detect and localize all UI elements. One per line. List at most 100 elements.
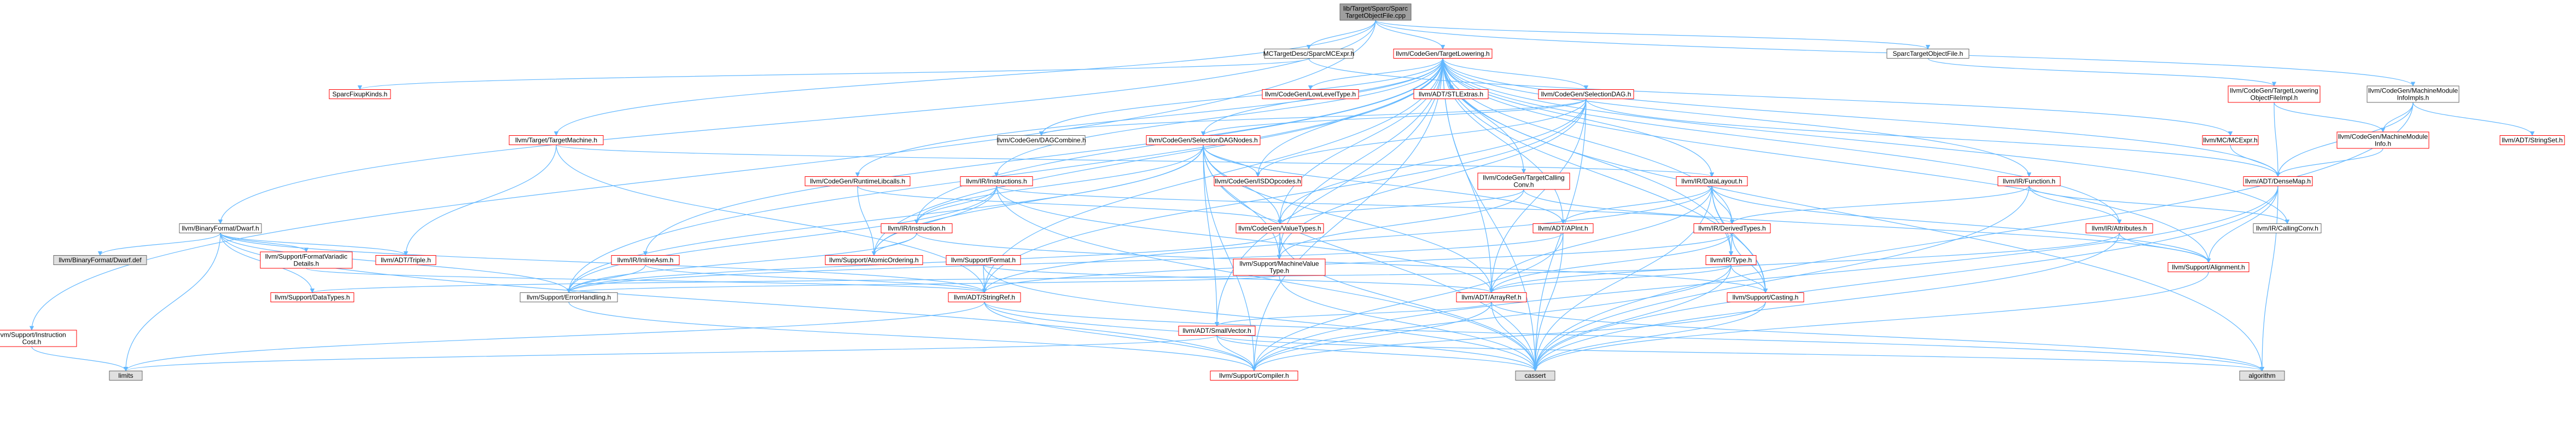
node-cassert-box (1515, 371, 1555, 381)
edge-stringref-to-compiler (984, 302, 1257, 372)
node-algorithm[interactable]: algorithm (2239, 371, 2285, 381)
edge-formatvariadic-to-stringref (306, 268, 987, 293)
node-format[interactable]: llvm/Support/Format.h (946, 255, 1021, 265)
node-triple-label: llvm/ADT/Triple.h (381, 256, 431, 264)
edge-derivedtypes-to-arrayref (1489, 233, 1733, 293)
edge-mctarget-to-mcexpr (1308, 58, 2233, 136)
edge-tlowering-to-lowlevel (1308, 58, 1443, 90)
node-limits[interactable]: limits (109, 371, 143, 381)
node-smallvector[interactable]: llvm/ADT/SmallVector.h (1178, 326, 1256, 336)
node-valuetypes[interactable]: llvm/CodeGen/ValueTypes.h (1235, 223, 1324, 233)
node-datatypes[interactable]: llvm/Support/DataTypes.h (270, 292, 354, 302)
node-instruction[interactable]: llvm/IR/Instruction.h (881, 223, 953, 233)
edge-apint-to-compiler (1251, 233, 1564, 372)
node-lowlevel[interactable]: llvm/CodeGen/LowLevelType.h (1262, 89, 1359, 99)
edge-seldagnodes-to-cassert (1203, 145, 1538, 372)
node-mcexpr[interactable]: llvm/MC/MCExpr.h (2202, 135, 2259, 145)
node-alignment[interactable]: llvm/Support/Alignment.h (2167, 262, 2249, 272)
node-stringref-label: llvm/ADT/StringRef.h (954, 293, 1015, 301)
node-tcallingconv-label: llvm/CodeGen/TargetCalling (1483, 174, 1564, 182)
edge-tlowering-to-tcallingconv (1442, 58, 1526, 174)
node-dwarf[interactable]: llvm/BinaryFormat/Dwarf.h (179, 223, 262, 233)
node-compiler-label: llvm/Support/Compiler.h (1219, 372, 1289, 379)
edge-tlowering-to-callingconv (1442, 58, 2290, 224)
node-instrcost-box (0, 330, 77, 347)
node-sparcobj[interactable]: SparcTargetObjectFile.h (1886, 49, 1969, 59)
node-inlineasm-box (611, 255, 680, 265)
edge-alignment-to-cassert (1532, 272, 2209, 372)
node-cassert[interactable]: cassert (1515, 371, 1555, 381)
edge-stringref-to-algorithm (984, 302, 2264, 372)
edge-densemap-to-alignment (2206, 186, 2278, 263)
node-mmiimpls-label: llvm/CodeGen/MachineModule (2368, 87, 2458, 95)
node-apint[interactable]: llvm/ADT/APInt.h (1532, 223, 1594, 233)
node-stringref[interactable]: llvm/ADT/StringRef.h (948, 292, 1021, 302)
edge-tlowering-to-instructions (994, 58, 1443, 177)
node-isdopcodes[interactable]: llvm/CodeGen/ISDOpcodes.h (1214, 176, 1302, 186)
edge-valuetypes-to-errorhandling (566, 233, 1280, 293)
edge-tlowering-to-algorithm (1442, 58, 2265, 372)
node-derivedtypes[interactable]: llvm/IR/DerivedTypes.h (1693, 223, 1771, 233)
node-casting[interactable]: llvm/Support/Casting.h (1727, 292, 1804, 302)
node-compiler[interactable]: llvm/Support/Compiler.h (1210, 371, 1298, 381)
edge-inlineasm-to-errorhandling (566, 264, 646, 293)
node-errorhandling[interactable]: llvm/Support/ErrorHandling.h (520, 292, 618, 302)
edge-seldag-to-densemap (1586, 99, 2281, 177)
edge-seldag-to-cassert (1532, 99, 1587, 372)
edge-tlowering-to-inlineasm (643, 58, 1443, 256)
node-tlomap[interactable]: llvm/CodeGen/TargetLoweringObjectFileImp… (2228, 85, 2321, 103)
node-limits-box (109, 371, 143, 381)
node-seldagnodes[interactable]: llvm/CodeGen/SelectionDAGNodes.h (1146, 135, 1261, 145)
node-targetmachine[interactable]: llvm/Target/TargetMachine.h (509, 135, 604, 145)
node-type[interactable]: llvm/IR/Type.h (1705, 255, 1757, 265)
node-runtimelibcalls[interactable]: llvm/CodeGen/RuntimeLibcalls.h (805, 176, 911, 186)
node-fixup[interactable]: SparcFixupKinds.h (329, 89, 391, 99)
node-attributes-box (2085, 223, 2153, 233)
node-datalayout[interactable]: llvm/IR/DataLayout.h (1676, 176, 1748, 186)
node-arrayref[interactable]: llvm/ADT/ArrayRef.h (1456, 292, 1527, 302)
node-triple[interactable]: llvm/ADT/Triple.h (375, 255, 436, 265)
edge-root-to-tlowering (1375, 20, 1446, 50)
node-machinevaluetype-label: Type.h (1269, 267, 1289, 275)
node-dagcombine[interactable]: llvm/CodeGen/DAGCombine.h (996, 135, 1086, 145)
node-callingconv[interactable]: llvm/IR/CallingConv.h (2253, 223, 2322, 233)
node-attributes[interactable]: llvm/IR/Attributes.h (2085, 223, 2153, 233)
node-fixup-box (329, 89, 391, 99)
node-format-box (946, 255, 1021, 265)
node-inlineasm[interactable]: llvm/IR/InlineAsm.h (611, 255, 680, 265)
node-stringset[interactable]: llvm/ADT/StringSet.h (2499, 135, 2565, 145)
edge-targetmachine-to-datalayout (556, 144, 1714, 177)
node-atomicordering[interactable]: llvm/Support/AtomicOrdering.h (825, 255, 923, 265)
node-root[interactable]: lib/Target/Sparc/SparcTargetObjectFile.c… (1339, 3, 1412, 21)
node-smallvector-box (1178, 326, 1256, 336)
node-algorithm-label: algorithm (2248, 372, 2275, 379)
node-instructions[interactable]: llvm/IR/Instructions.h (960, 176, 1033, 186)
edge-type-to-compiler (1251, 264, 1732, 372)
node-function[interactable]: llvm/IR/Function.h (1997, 176, 2061, 186)
node-mctarget[interactable]: MCTargetDesc/SparcMCExpr.h (1263, 49, 1355, 59)
node-function-label: llvm/IR/Function.h (2003, 177, 2055, 185)
node-densemap[interactable]: llvm/ADT/DenseMap.h (2243, 176, 2313, 186)
edge-densemap-to-compiler (1251, 186, 2278, 372)
node-arrayref-label: llvm/ADT/ArrayRef.h (1461, 293, 1521, 301)
edge-type-to-cassert (1532, 264, 1732, 372)
node-tlowering[interactable]: llvm/CodeGen/TargetLowering.h (1393, 49, 1493, 59)
edge-datalayout-to-stringref (982, 186, 1712, 293)
node-dwarf-label: llvm/BinaryFormat/Dwarf.h (182, 224, 259, 232)
node-dwarfdef[interactable]: llvm/BinaryFormat/Dwarf.def (53, 255, 147, 265)
node-stlextras[interactable]: llvm/ADT/STLExtras.h (1413, 89, 1489, 99)
node-seldag[interactable]: llvm/CodeGen/SelectionDAG.h (1538, 89, 1634, 99)
node-algorithm-box (2239, 371, 2285, 381)
edge-seldag-to-isdopcodes (1255, 99, 1587, 177)
edge-datalayout-to-arrayref (1489, 186, 1712, 293)
edge-tlowering-to-smallvector (1214, 58, 1443, 327)
node-type-box (1705, 255, 1757, 265)
edge-tlowering-to-runtimelibcalls (855, 58, 1443, 177)
